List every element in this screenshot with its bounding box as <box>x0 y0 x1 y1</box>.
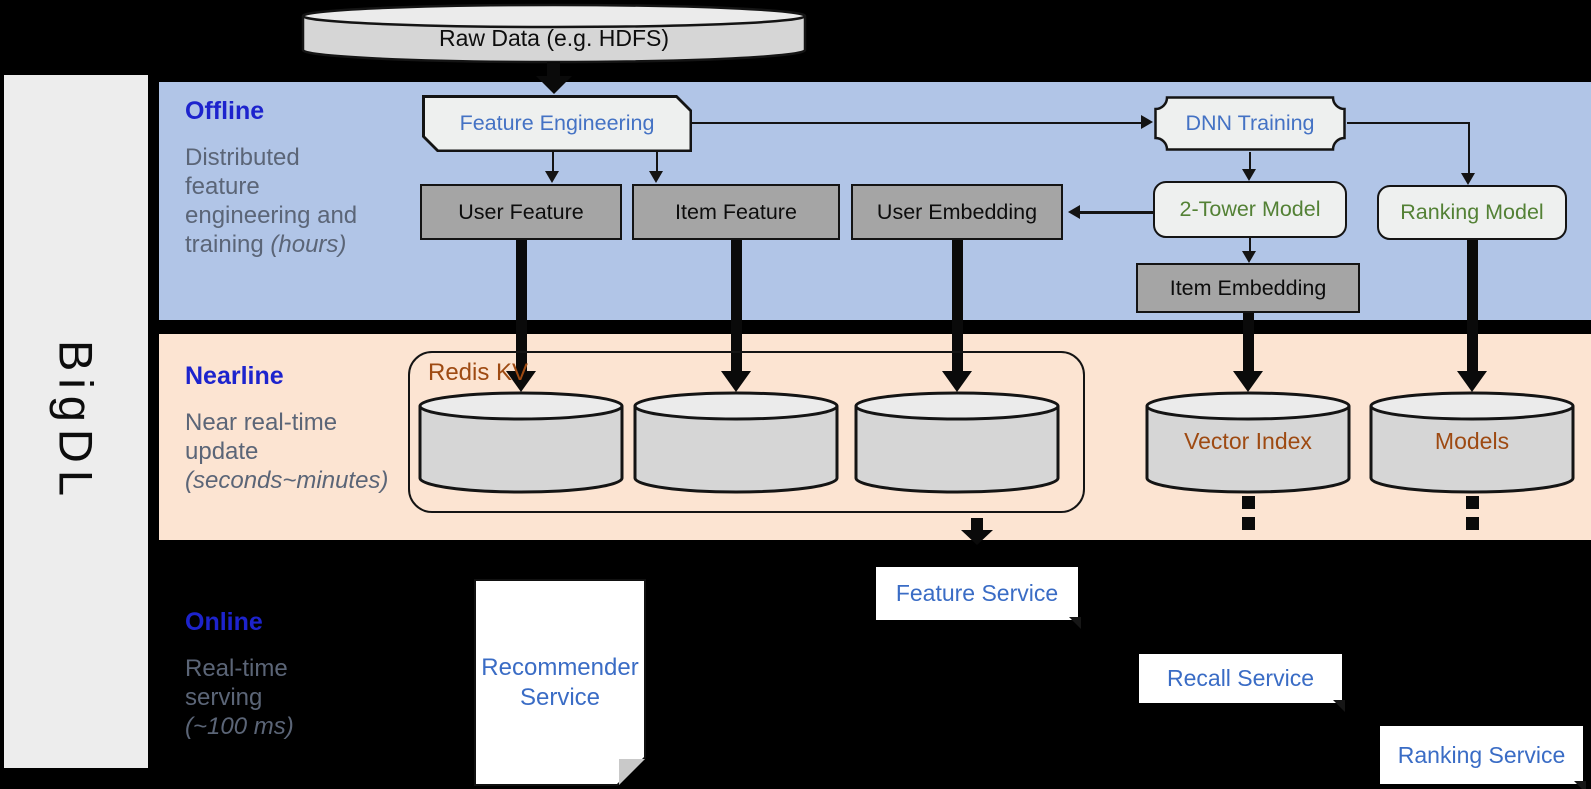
redis-cylinder-1 <box>417 390 625 496</box>
feature-service-label: Feature Service <box>895 580 1059 606</box>
dnn-training-node: DNN Training <box>1153 95 1347 152</box>
feature-service-node: Feature Service <box>876 567 1081 629</box>
models-label: Models <box>1434 428 1510 454</box>
item-feature-label: Item Feature <box>675 199 797 224</box>
nearline-subtitle-line2: update <box>185 438 259 465</box>
online-subtitle-line2: serving <box>185 684 263 711</box>
arrow-rankingmodel-to-models <box>1466 240 1478 371</box>
offline-subtitle-line1: Distributed <box>185 144 300 171</box>
arrow-itemembedding-to-vectorindex <box>1242 313 1254 371</box>
arrowhead-dnn-to-twotower <box>1242 169 1256 181</box>
user-feature-label: User Feature <box>458 199 584 224</box>
arrowhead-userfeature-to-redis <box>505 371 536 392</box>
arrow-rawdata-to-fe <box>547 62 560 76</box>
redis-cylinder-2 <box>632 390 840 496</box>
ranking-service-label: Ranking Service <box>1397 741 1566 768</box>
cylinder-icon <box>418 391 624 494</box>
arrow-itemfeature-to-redis <box>730 240 742 371</box>
arrowhead-redis-to-featureservice <box>961 530 993 545</box>
recall-service-label: Recall Service <box>1167 665 1314 691</box>
arrowhead-twotower-to-itemembedding <box>1242 251 1256 263</box>
bigdl-sidebar: BigDL <box>4 75 148 768</box>
user-feature-node: User Feature <box>420 184 622 240</box>
nearline-subtitle: Near real-time update (seconds~minutes) <box>185 408 388 495</box>
arrow-userfeature-to-redis <box>515 240 527 371</box>
page-fold-icon <box>619 759 646 786</box>
page-curl-icon <box>1069 617 1081 629</box>
raw-data-store: Raw Data (e.g. HDFS) <box>300 3 808 65</box>
nearline-subtitle-line1: Near real-time <box>185 409 338 436</box>
bigdl-logo-text: BigDL <box>49 339 103 503</box>
arrow-fe-to-userfeature <box>551 152 554 172</box>
offline-subtitle-line4: training (hours) <box>185 231 347 258</box>
raw-data-label: Raw Data (e.g. HDFS) <box>438 25 670 51</box>
arrowhead-itemfeature-to-redis <box>720 371 751 392</box>
arrowhead-userembedding-to-redis <box>941 371 972 392</box>
dashed-link-models-2 <box>1465 517 1479 530</box>
arrowhead-fe-to-dnn <box>1141 115 1153 129</box>
dashed-link-vectorindex-1 <box>1241 496 1255 509</box>
page-curl-icon <box>1333 700 1345 712</box>
item-embedding-node: Item Embedding <box>1136 263 1360 313</box>
online-subtitle-line1: Real-time <box>185 655 288 682</box>
cylinder-icon <box>1145 391 1351 494</box>
online-title: Online <box>185 608 263 636</box>
ranking-model-node: Ranking Model <box>1377 185 1567 240</box>
feature-engineering-label: Feature Engineering <box>459 111 655 135</box>
two-tower-model-label: 2-Tower Model <box>1179 197 1321 221</box>
models-store: Models <box>1368 390 1576 496</box>
redis-cylinder-3 <box>853 390 1061 496</box>
arrowhead-fe-to-itemfeature <box>649 171 663 183</box>
arrow-dnn-to-ranking-v <box>1467 121 1470 174</box>
arrow-twotower-to-userembedding <box>1080 211 1153 214</box>
arrowhead-dnn-to-ranking <box>1461 173 1475 185</box>
vector-index-label: Vector Index <box>1184 428 1312 454</box>
cylinder-icon <box>633 391 839 494</box>
redis-kv-label: Redis KV <box>428 359 529 386</box>
vector-index-store: Vector Index <box>1144 390 1352 496</box>
redis-kv-container: Redis KV <box>408 351 1085 513</box>
cylinder-icon <box>854 391 1060 494</box>
arrowhead-twotower-to-userembedding <box>1068 205 1080 219</box>
user-embedding-label: User Embedding <box>876 199 1038 224</box>
user-embedding-node: User Embedding <box>851 184 1063 240</box>
arrow-twotower-to-itemembedding <box>1248 238 1251 252</box>
ranking-service-node: Ranking Service <box>1380 726 1586 789</box>
page-curl-icon <box>1574 781 1586 789</box>
plaque-shape-icon <box>1154 96 1346 151</box>
cylinder-icon <box>301 3 807 64</box>
arrowhead-rawdata-to-fe <box>536 76 572 94</box>
offline-subtitle: Distributed feature engineering and trai… <box>185 143 357 259</box>
offline-title: Offline <box>185 97 265 125</box>
ranking-model-label: Ranking Model <box>1400 200 1544 224</box>
dashed-link-vectorindex-2 <box>1241 517 1255 530</box>
arrow-fe-to-itemfeature <box>655 152 658 172</box>
feature-engineering-node: Feature Engineering <box>422 95 692 152</box>
online-subtitle: Real-time serving (~100 ms) <box>185 654 294 741</box>
arrow-dnn-to-ranking-h <box>1347 121 1470 124</box>
arrow-fe-to-dnn <box>692 121 1142 124</box>
offline-subtitle-line2: feature <box>185 173 260 200</box>
nearline-title: Nearline <box>185 362 284 390</box>
dnn-training-label: DNN Training <box>1185 111 1315 135</box>
arrow-userembedding-to-redis <box>951 240 963 371</box>
arrow-dnn-to-twotower <box>1248 152 1251 170</box>
dashed-link-models-1 <box>1465 496 1479 509</box>
item-embedding-label: Item Embedding <box>1169 275 1327 300</box>
arrowhead-fe-to-userfeature <box>545 171 559 183</box>
cylinder-icon <box>1369 391 1575 494</box>
nearline-subtitle-line3: (seconds~minutes) <box>185 467 389 494</box>
online-subtitle-line3: (~100 ms) <box>185 713 294 740</box>
arrowhead-rankingmodel-to-models <box>1456 371 1487 392</box>
dashed-arrow-redis-to-featureservice <box>971 518 983 530</box>
arrowhead-itemembedding-to-vectorindex <box>1232 371 1263 392</box>
two-tower-model-node: 2-Tower Model <box>1153 181 1347 238</box>
offline-subtitle-line3: engineering and <box>185 202 358 229</box>
recommender-service-label: Recommender Service <box>481 653 639 711</box>
recall-service-node: Recall Service <box>1139 654 1345 712</box>
recommender-service-node: Recommender Service <box>474 579 646 786</box>
item-feature-node: Item Feature <box>632 184 840 240</box>
